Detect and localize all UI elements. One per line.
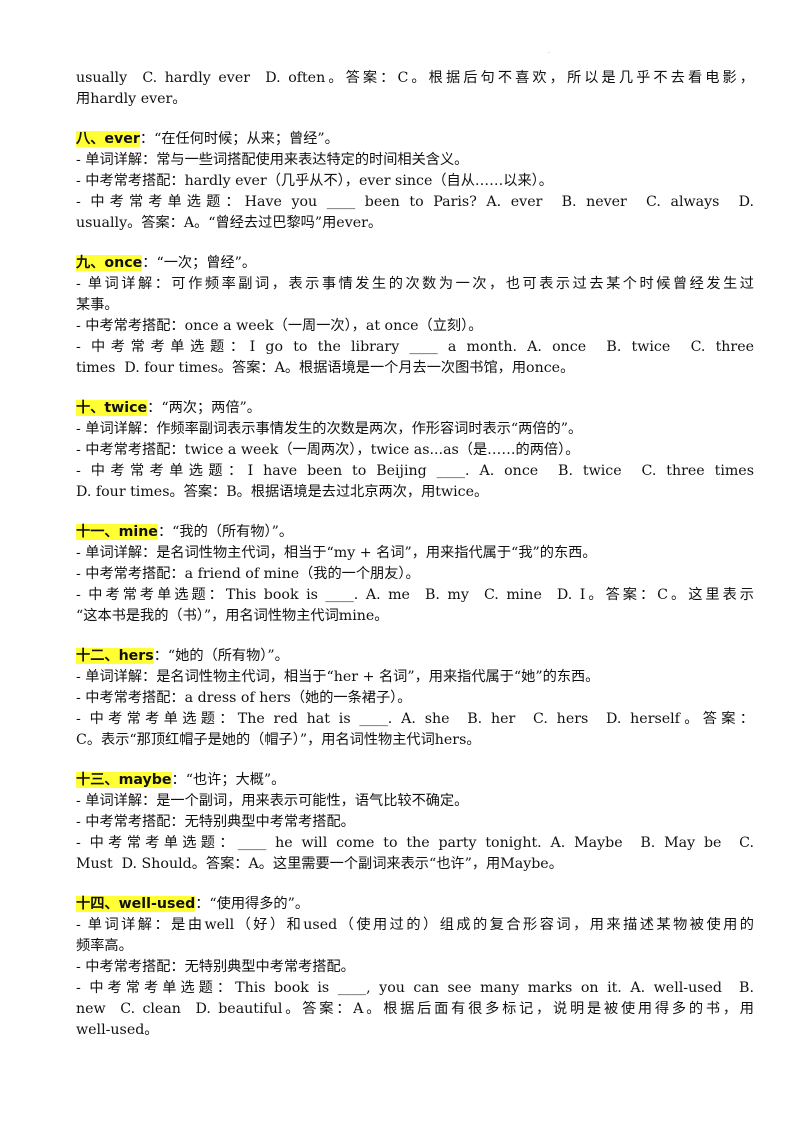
section-heading: 十二、hers：“她的（所有物）”。 <box>76 646 754 667</box>
text-line: - 中考常考单选题：This book is ____, you can see… <box>76 980 754 996</box>
heading-highlight: 九、once <box>76 255 143 271</box>
text-line: usually。答案：A。“曾经去过巴黎吗”用ever。 <box>76 215 383 231</box>
heading-highlight: 十四、well-used <box>76 896 196 912</box>
text-line: C。表示“那顶红帽子是她的（帽子）”，用名词性物主代词hers。 <box>76 732 481 748</box>
heading-meaning: ：“她的（所有物）”。 <box>153 648 289 664</box>
section-well-used: 十四、well-used：“使用得多的”。 - 单词详解：是由well（好）和u… <box>76 894 754 1041</box>
text-line: 频率高。 <box>76 938 133 954</box>
text-line: - 中考常考单选题：____ he will come to the party… <box>76 835 754 851</box>
text-line: well-used。 <box>76 1022 159 1038</box>
section-heading: 十一、mine：“我的（所有物）”。 <box>76 522 754 543</box>
text-line: - 中考常考单选题：I have been to Beijing ____. A… <box>76 463 754 479</box>
text-line: - 中考常考单选题：The red hat is ____. A. she B.… <box>76 711 754 727</box>
top-continuation: usually C. hardly ever D. often。答案：C。根据后… <box>76 68 754 110</box>
heading-meaning: ：“我的（所有物）”。 <box>157 524 294 540</box>
section-heading: 八、ever：“在任何时候；从来；曾经”。 <box>76 129 754 150</box>
heading-highlight: 八、ever <box>76 131 140 147</box>
text-line: - 中考常考搭配：once a week（一周一次），at once（立刻）。 <box>76 318 483 334</box>
heading-meaning: ：“也许；大概”。 <box>171 772 286 788</box>
section-heading: 十三、maybe：“也许；大概”。 <box>76 770 754 791</box>
heading-highlight: 十二、hers <box>76 648 154 664</box>
text-line: - 单词详解：可作频率副词，表示事情发生的次数为一次，也可表示过去某个时候曾经发… <box>76 276 754 292</box>
text-line: - 单词详解：是一个副词，用来表示可能性，语气比较不确定。 <box>76 793 469 809</box>
section-heading: 九、once：“一次；曾经”。 <box>76 253 754 274</box>
section-ever: 八、ever：“在任何时候；从来；曾经”。 - 单词详解：常与一些词搭配使用来表… <box>76 129 754 234</box>
text-line: 用hardly ever。 <box>76 91 187 107</box>
text-line: Must D. Should。答案：A。这里需要一个副词来表示“也许”，用May… <box>76 856 563 872</box>
text-line: - 单词详解：常与一些词搭配使用来表达特定的时间相关含义。 <box>76 152 469 168</box>
text-line: 某事。 <box>76 297 119 313</box>
section-maybe: 十三、maybe：“也许；大概”。 - 单词详解：是一个副词，用来表示可能性，语… <box>76 770 754 875</box>
text-line: D. four times。答案：B。根据语境是去过北京两次，用twice。 <box>76 484 489 500</box>
heading-meaning: ：“在任何时候；从来；曾经”。 <box>139 131 339 147</box>
text-line: - 中考常考搭配：hardly ever（几乎从不），ever since（自从… <box>76 173 553 189</box>
section-hers: 十二、hers：“她的（所有物）”。 - 单词详解：是名词性物主代词，相当于“h… <box>76 646 754 751</box>
heading-meaning: ：“使用得多的”。 <box>195 896 310 912</box>
text-line: “这本书是我的（书）”，用名词性物主代词mine。 <box>76 608 389 624</box>
text-line: new C. clean D. beautiful。答案：A。根据后面有很多标记… <box>76 1001 754 1017</box>
section-twice: 十、twice：“两次；两倍”。 - 单词详解：作频率副词表示事情发生的次数是两… <box>76 398 754 503</box>
page-mark: . <box>548 48 550 55</box>
heading-highlight: 十一、mine <box>76 524 158 540</box>
text-line: usually C. hardly ever D. often。答案：C。根据后… <box>76 70 754 86</box>
heading-meaning: ：“一次；曾经”。 <box>142 255 257 271</box>
section-once: 九、once：“一次；曾经”。 - 单词详解：可作频率副词，表示事情发生的次数为… <box>76 253 754 379</box>
text-line: - 单词详解：是名词性物主代词，相当于“my + 名词”，用来指代属于“我”的东… <box>76 545 597 561</box>
heading-meaning: ：“两次；两倍”。 <box>147 400 261 416</box>
text-line: - 中考常考单选题：This book is ____. A. me B. my… <box>76 587 754 603</box>
text-line: - 单词详解：作频率副词表示事情发生的次数是两次，作形容词时表示“两倍的”。 <box>76 421 583 437</box>
text-line: - 中考常考搭配：twice a week（一周两次），twice as...a… <box>76 442 580 458</box>
text-line: times D. four times。答案：A。根据语境是一个月去一次图书馆，… <box>76 360 575 376</box>
section-heading: 十、twice：“两次；两倍”。 <box>76 398 754 419</box>
heading-highlight: 十三、maybe <box>76 772 172 788</box>
text-line: - 中考常考搭配：无特别典型中考常考搭配。 <box>76 814 355 830</box>
text-line: - 中考常考单选题：I go to the library ____ a mon… <box>76 339 754 355</box>
section-mine: 十一、mine：“我的（所有物）”。 - 单词详解：是名词性物主代词，相当于“m… <box>76 522 754 627</box>
text-line: - 中考常考搭配：a friend of mine（我的一个朋友）。 <box>76 566 420 582</box>
text-line: - 中考常考搭配：无特别典型中考常考搭配。 <box>76 959 355 975</box>
text-line: - 中考常考单选题：Have you ____ been to Paris? A… <box>76 194 754 210</box>
heading-highlight: 十、twice <box>76 400 148 416</box>
text-line: - 单词详解：是由well（好）和used（使用过的）组成的复合形容词，用来描述… <box>76 917 754 933</box>
section-heading: 十四、well-used：“使用得多的”。 <box>76 894 754 915</box>
document-page: usually C. hardly ever D. often。答案：C。根据后… <box>76 68 754 1041</box>
text-line: - 中考常考搭配：a dress of hers（她的一条裙子）。 <box>76 690 412 706</box>
text-line: - 单词详解：是名词性物主代词，相当于“her + 名词”，用来指代属于“她”的… <box>76 669 600 685</box>
